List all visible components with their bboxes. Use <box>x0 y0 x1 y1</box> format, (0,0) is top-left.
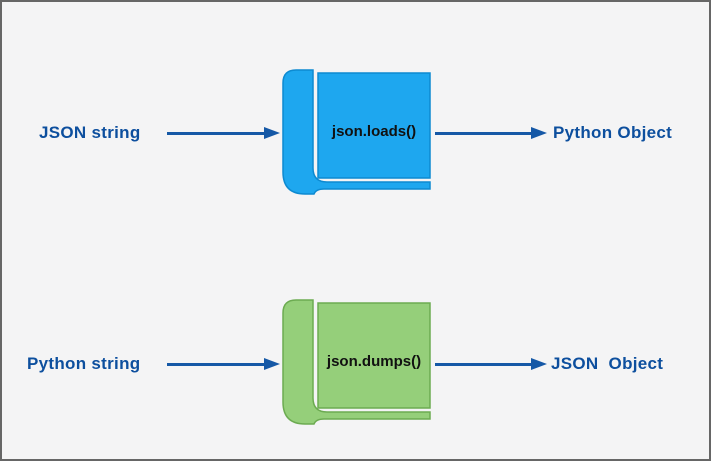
arrow-head-icon <box>531 358 547 370</box>
dumps-function-label: json.dumps() <box>326 353 422 370</box>
dumps-book: json.dumps() <box>282 299 431 425</box>
book-spine-shape <box>282 299 431 425</box>
arrow-right-icon <box>435 358 547 370</box>
book-cover-shape <box>317 302 431 409</box>
arrow-line <box>435 131 532 135</box>
python-string-label: Python string <box>27 354 141 373</box>
book-icon <box>282 69 431 195</box>
loads-function-label: json.loads() <box>331 123 417 140</box>
arrow-head-icon <box>264 127 280 139</box>
arrow-head-icon <box>531 127 547 139</box>
arrow-right-icon <box>435 127 547 139</box>
book-icon <box>282 299 431 425</box>
json-string-label: JSON string <box>39 123 141 142</box>
arrow-line <box>435 362 532 366</box>
arrow-line <box>167 131 265 135</box>
python-object-label: Python Object <box>553 123 673 142</box>
arrow-head-icon <box>264 358 280 370</box>
arrow-right-icon <box>167 127 280 139</box>
book-spine-shape <box>282 69 431 195</box>
arrow-line <box>167 362 265 366</box>
loads-book: json.loads() <box>282 69 431 195</box>
book-cover-shape <box>317 72 431 179</box>
arrow-right-icon <box>167 358 280 370</box>
json-object-label: JSON Object <box>551 354 664 373</box>
